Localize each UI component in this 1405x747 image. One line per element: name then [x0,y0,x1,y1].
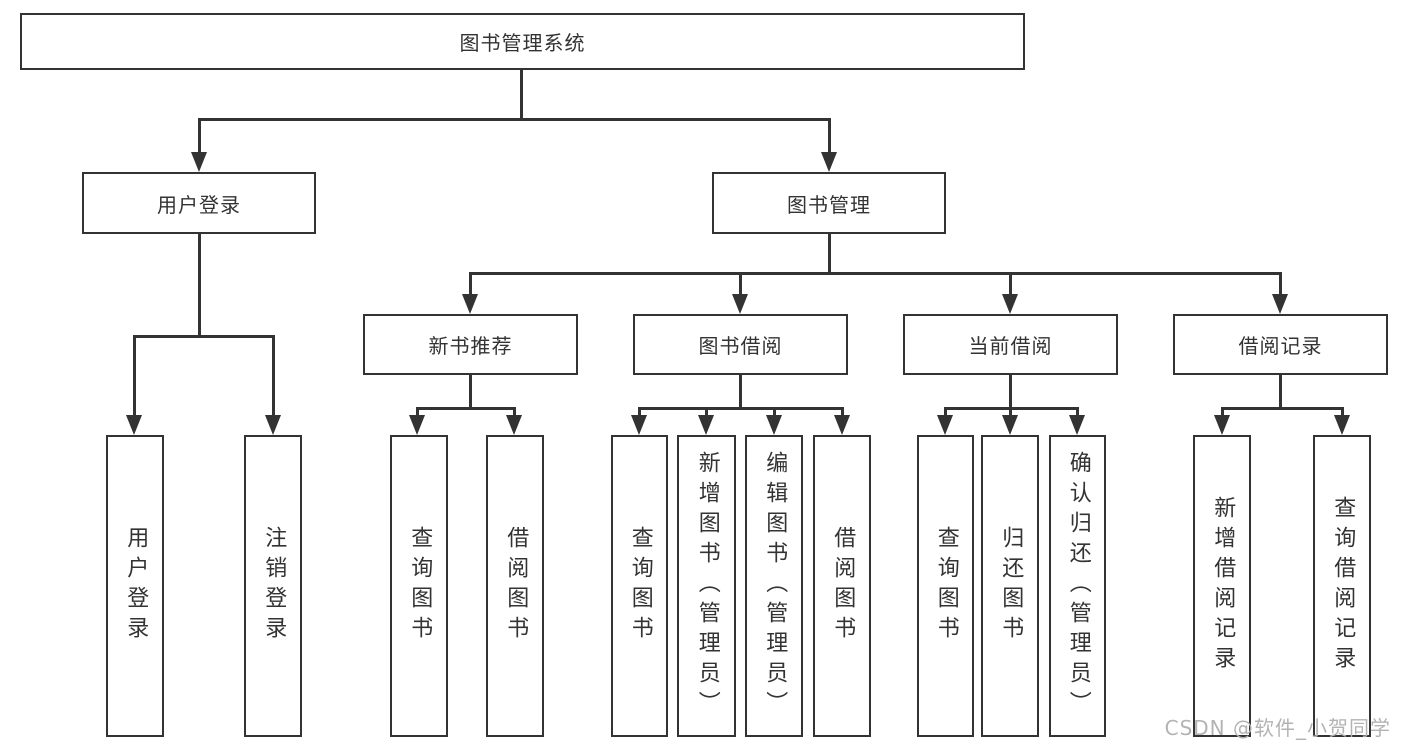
leaf-logout: 注销登录 [244,435,302,737]
connector-vline [739,272,742,296]
arrowhead-down [821,152,837,172]
node-label: 图书借阅 [698,334,783,358]
connector-hline [198,118,831,121]
leaf-label: 查询图书 [933,526,959,646]
connector-vline [133,335,136,415]
leaf-borrow-books: 借阅图书 [813,435,871,737]
arrowhead-down [1069,415,1085,435]
leaf-label: 新增图书（管理员） [694,451,720,721]
arrowhead-down [191,152,207,172]
connector-vline [944,407,947,417]
leaf-label: 用户登录 [123,526,149,646]
leaf-label: 注销登录 [261,526,287,646]
leaf-add-book-admin: 新增图书（管理员） [677,435,736,737]
arrowhead-down [1334,415,1350,435]
connector-vline [1279,272,1282,296]
connector-hline [1221,407,1344,410]
arrowhead-down [834,415,850,435]
connector-vline [198,118,201,154]
connector-vline [469,375,472,409]
connector-vline [739,375,742,409]
leaf-label: 查询图书 [627,526,653,646]
node-label: 当前借阅 [968,334,1053,358]
connector-hline [469,272,1282,275]
connector-vline [1009,407,1012,417]
connector-hline [638,407,844,410]
connector-vline [1341,407,1344,417]
leaf-label: 归还图书 [998,526,1024,646]
node-book-management: 图书管理 [712,172,946,234]
connector-vline [1076,407,1079,417]
leaf-edit-book-admin: 编辑图书（管理员） [745,435,803,737]
connector-vline [513,407,516,417]
arrowhead-down [1272,294,1288,314]
arrowhead-down [766,415,782,435]
leaf-query-borrow-record: 查询借阅记录 [1313,435,1371,737]
connector-vline [638,407,641,417]
leaf-query-books-current: 查询图书 [917,435,974,737]
connector-vline [198,234,201,336]
leaf-add-borrow-record: 新增借阅记录 [1193,435,1251,737]
csdn-watermark: CSDN @软件_小贺同学 [1164,716,1391,740]
node-current-borrowing: 当前借阅 [903,314,1118,375]
leaf-label: 确认归还（管理员） [1065,451,1091,721]
arrowhead-down [1002,294,1018,314]
node-label: 图书管理 [787,192,871,217]
leaf-query-books-borrowing: 查询图书 [611,435,668,737]
arrowhead-down [506,415,522,435]
leaf-query-books-recommend: 查询图书 [390,435,448,737]
leaf-label: 编辑图书（管理员） [762,451,788,721]
leaf-user-login: 用户登录 [106,435,164,737]
leaf-label: 查询图书 [407,526,433,646]
connector-vline [705,407,708,417]
connector-vline [1009,375,1012,409]
connector-hline [133,335,275,338]
arrowhead-down [409,415,425,435]
node-borrowing-records: 借阅记录 [1173,314,1388,375]
arrowhead-down [265,415,281,435]
arrowhead-down [698,415,714,435]
arrowhead-down [462,294,478,314]
connector-vline [416,407,419,417]
arrowhead-down [631,415,647,435]
node-label: 图书管理系统 [459,31,586,55]
leaf-label: 新增借阅记录 [1210,496,1236,676]
connector-vline [773,407,776,417]
leaf-label: 查询借阅记录 [1330,496,1356,676]
node-user-login: 用户登录 [82,172,316,234]
node-label: 借阅记录 [1238,334,1323,358]
connector-vline [1009,272,1012,296]
connector-hline [416,407,516,410]
leaf-borrow-books-recommend: 借阅图书 [486,435,544,737]
arrowhead-down [732,294,748,314]
node-new-book-recommendation: 新书推荐 [363,314,578,375]
connector-vline [520,70,523,118]
node-label: 用户登录 [157,192,241,217]
arrowhead-down [1002,415,1018,435]
connector-vline [469,272,472,296]
leaf-label: 借阅图书 [503,526,529,646]
connector-vline [841,407,844,417]
node-book-borrowing: 图书借阅 [633,314,848,375]
connector-vline [272,335,275,415]
leaf-label: 借阅图书 [830,526,856,646]
arrowhead-down [1214,415,1230,435]
leaf-return-books: 归还图书 [981,435,1039,737]
connector-vline [1221,407,1224,417]
node-label: 新书推荐 [428,334,513,358]
connector-vline [828,118,831,154]
connector-vline [1279,375,1282,409]
arrowhead-down [126,415,142,435]
connector-vline [828,234,831,274]
node-library-management-system: 图书管理系统 [20,13,1025,70]
arrowhead-down [937,415,953,435]
leaf-confirm-return-admin: 确认归还（管理员） [1049,435,1106,737]
